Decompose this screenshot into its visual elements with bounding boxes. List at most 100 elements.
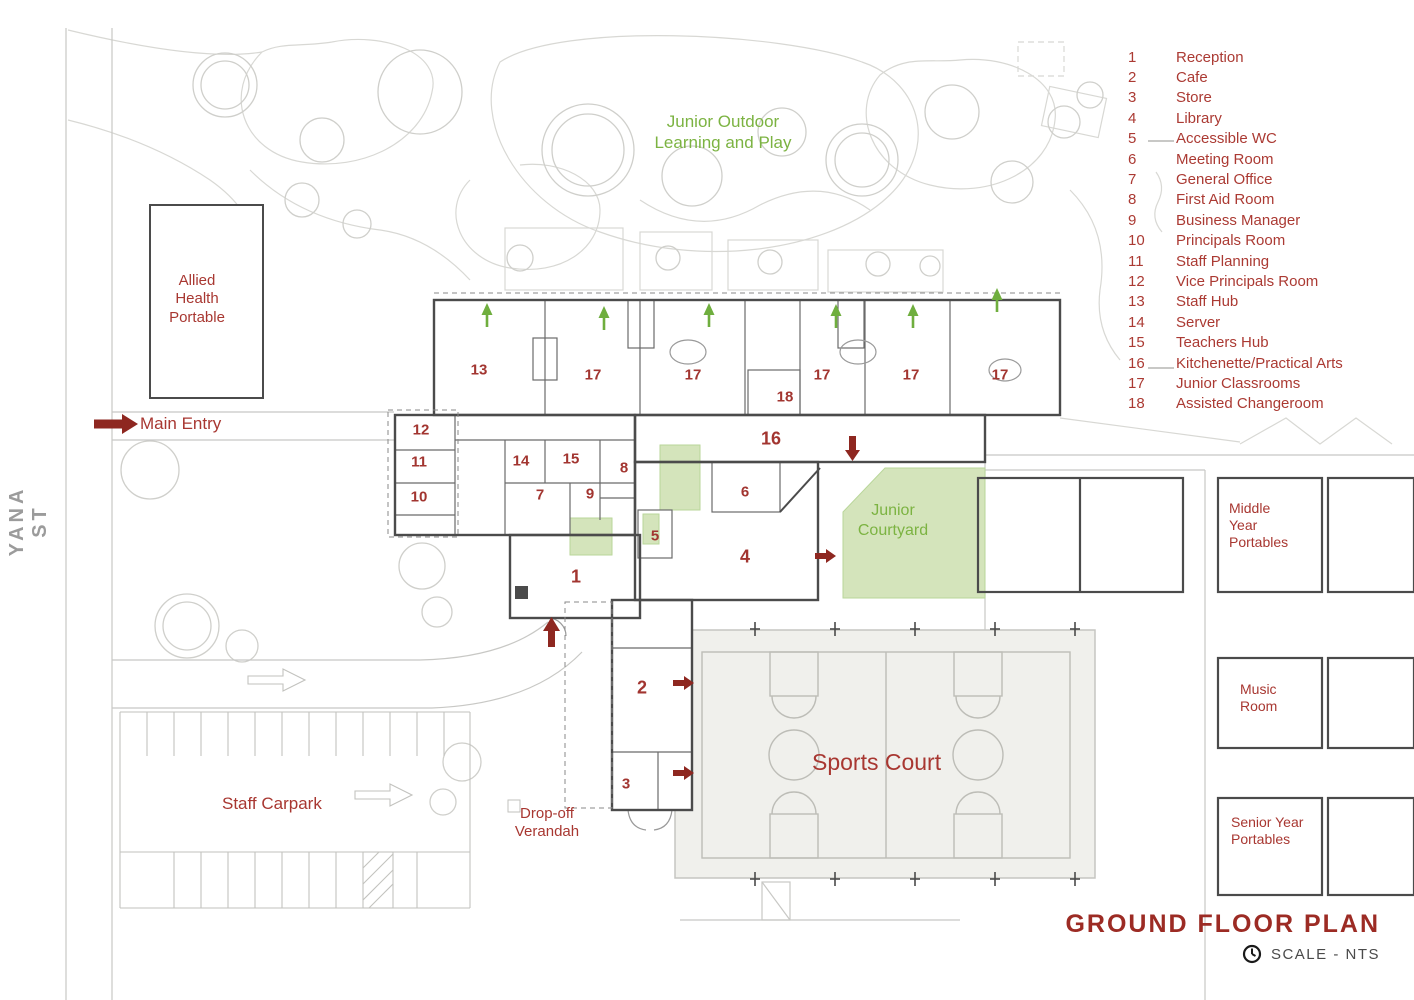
legend-number: 12 — [1128, 272, 1145, 290]
legend-number: 9 — [1128, 211, 1137, 229]
room-number: 9 — [585, 485, 595, 503]
legend-label: Library — [1176, 109, 1222, 127]
legend: 1 Reception 2 Cafe 3 Store 4 Library 5 Access… — [1128, 47, 1414, 414]
main-entry-arrow — [94, 414, 138, 434]
room-number: 17 — [902, 366, 920, 384]
room-number: 17 — [991, 366, 1009, 384]
legend-number: 4 — [1128, 109, 1137, 127]
room-number: 3 — [621, 775, 631, 793]
legend-label: Server — [1176, 313, 1221, 331]
legend-row: 10 Principals Room — [1128, 231, 1414, 251]
legend-row: 17 Junior Classrooms — [1128, 373, 1414, 393]
legend-row: 13 Staff Hub — [1128, 292, 1414, 312]
room-number: 17 — [584, 366, 602, 384]
room-number: 17 — [813, 366, 831, 384]
legend-number: 3 — [1128, 89, 1137, 107]
legend-label: Junior Classrooms — [1176, 374, 1301, 392]
legend-row: 11 Staff Planning — [1128, 251, 1414, 271]
room-number: 12 — [412, 421, 430, 439]
legend-number: 11 — [1128, 252, 1144, 270]
legend-number: 10 — [1128, 232, 1145, 250]
legend-label: Vice Principals Room — [1176, 272, 1319, 290]
room-number: 2 — [636, 677, 648, 698]
legend-label: Teachers Hub — [1176, 334, 1269, 352]
legend-row: 18 Assisted Changeroom — [1128, 394, 1414, 414]
legend-row: 1 Reception — [1128, 47, 1414, 67]
legend-number: 16 — [1128, 354, 1145, 372]
reception-entry-arrow — [543, 617, 560, 647]
north-clock-icon — [1242, 944, 1262, 964]
room-number: 17 — [684, 366, 702, 384]
staff-carpark-label: Staff Carpark — [222, 794, 322, 813]
legend-label: Store — [1176, 89, 1212, 107]
fence-posts — [750, 622, 1080, 886]
title-block: GROUND FLOOR PLAN SCALE - NTS — [1065, 910, 1380, 964]
legend-label: Assisted Changeroom — [1176, 395, 1324, 413]
landscape-linework — [67, 29, 1393, 445]
building-fill — [150, 205, 1414, 895]
legend-label: Kitchenette/Practical Arts — [1176, 354, 1343, 372]
dashed-lines — [387, 292, 1060, 813]
legend-label: Meeting Room — [1176, 150, 1274, 168]
legend-label: Business Manager — [1176, 211, 1301, 229]
legend-row: 12 Vice Principals Room — [1128, 271, 1414, 291]
carpark — [119, 668, 471, 909]
scale-row: SCALE - NTS — [1065, 944, 1380, 964]
legend-row: 14 Server — [1128, 312, 1414, 332]
legend-label: Reception — [1176, 48, 1244, 66]
legend-label: Accessible WC — [1176, 130, 1277, 148]
junior-outdoor-label: Junior Outdoor Learning and Play — [654, 112, 792, 152]
legend-row: 6 Meeting Room — [1128, 149, 1414, 169]
entry-arrows-red — [94, 414, 860, 780]
legend-row: 16 Kitchenette/Practical Arts — [1128, 353, 1414, 373]
courtyard-green — [569, 444, 986, 599]
room-number: 8 — [619, 459, 629, 477]
legend-number: 15 — [1128, 334, 1145, 352]
room-number: 13 — [470, 361, 488, 379]
legend-number: 18 — [1128, 395, 1145, 413]
sports-court-label: Sports Court — [812, 749, 942, 775]
room-number: 16 — [760, 428, 782, 449]
legend-label: Staff Planning — [1176, 252, 1270, 270]
dropoff-verandah-label: Drop-off Verandah — [514, 805, 580, 841]
room-number: 14 — [512, 452, 530, 470]
room-number: 4 — [739, 546, 751, 567]
courtyard-entry-arrow — [845, 436, 860, 461]
senior-portables-label: Senior Year Portables — [1231, 814, 1304, 848]
legend-row: 9 Business Manager — [1128, 210, 1414, 230]
legend-number: 5 — [1128, 130, 1137, 148]
portables — [976, 476, 1414, 897]
junior-courtyard-label: Junior Courtyard — [857, 502, 929, 539]
drawing-title: GROUND FLOOR PLAN — [1065, 910, 1380, 938]
room-number: 5 — [650, 527, 660, 545]
main-entry-label: Main Entry — [140, 414, 222, 433]
legend-label: First Aid Room — [1176, 191, 1275, 209]
room-number: 11 — [411, 453, 427, 471]
sports-court — [674, 622, 1096, 886]
legend-number: 17 — [1128, 374, 1145, 392]
room-number: 7 — [535, 486, 545, 504]
legend-row: 3 Store — [1128, 88, 1414, 108]
building-walls — [149, 204, 1062, 812]
legend-number: 6 — [1128, 150, 1137, 168]
legend-number: 2 — [1128, 69, 1137, 87]
room-number: 10 — [410, 488, 428, 506]
room-number: 18 — [776, 388, 794, 406]
legend-label: Cafe — [1176, 69, 1208, 87]
legend-number: 1 — [1128, 48, 1137, 66]
street-label: YANA ST — [6, 485, 51, 557]
legend-number: 14 — [1128, 313, 1145, 331]
room-number: 15 — [562, 450, 580, 468]
music-room-label: Music Room — [1240, 681, 1278, 715]
legend-row: 4 Library — [1128, 108, 1414, 128]
legend-row: 5 Accessible WC — [1128, 129, 1414, 149]
room-number: 6 — [740, 483, 750, 501]
legend-label: Staff Hub — [1176, 293, 1239, 311]
partitions — [395, 299, 1022, 831]
legend-label: Principals Room — [1176, 232, 1286, 250]
legend-number: 13 — [1128, 293, 1145, 311]
